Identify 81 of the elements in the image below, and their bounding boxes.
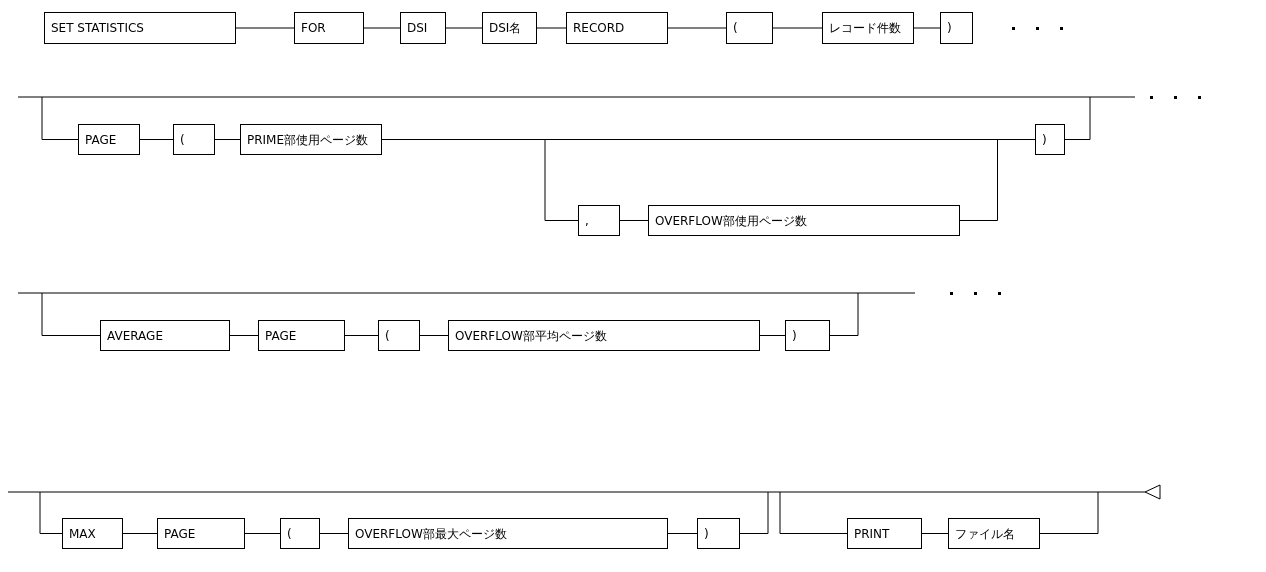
syntax-box (785, 320, 830, 351)
syntax-box (697, 518, 740, 549)
syntax-keyword: OVERFLOW部平均ページ数 (455, 329, 607, 342)
syntax-box (648, 205, 960, 236)
syntax-keyword: ファイル名 (955, 527, 1015, 540)
syntax-box (822, 12, 914, 44)
syntax-box (1035, 124, 1065, 155)
syntax-keyword: ) (792, 329, 797, 342)
syntax-keyword: ( (287, 527, 292, 540)
connector-line (959, 139, 1036, 221)
syntax-box (240, 124, 382, 155)
syntax-keyword: DSI名 (489, 22, 522, 34)
connector-line (235, 27, 295, 29)
connector-line (381, 139, 579, 221)
syntax-box (726, 12, 773, 44)
connector-line (319, 533, 349, 534)
syntax-keyword: PAGE (85, 133, 117, 146)
syntax-box (294, 12, 364, 44)
syntax-box (78, 124, 140, 155)
syntax-keyword: ( (180, 133, 185, 146)
syntax-keyword: OVERFLOW部使用ページ数 (655, 214, 807, 227)
connector-line (913, 27, 941, 29)
connector-line (829, 292, 859, 336)
syntax-keyword: PAGE (265, 329, 297, 342)
syntax-box (940, 12, 973, 44)
syntax-keyword: ) (947, 22, 952, 34)
syntax-keyword: ( (385, 329, 390, 342)
syntax-keyword: PRINT (854, 527, 890, 540)
syntax-box (378, 320, 420, 351)
connector-line (344, 335, 379, 336)
syntax-box (578, 205, 620, 236)
syntax-box (400, 12, 446, 44)
connector-line (214, 139, 241, 140)
syntax-box (566, 12, 668, 44)
syntax-box (348, 518, 668, 549)
syntax-box (44, 12, 236, 44)
syntax-box (100, 320, 230, 351)
connector-line (244, 533, 281, 534)
syntax-keyword: FOR (301, 22, 326, 34)
syntax-box (157, 518, 245, 549)
connector-line (363, 27, 401, 29)
syntax-keyword: レコード件数 (829, 22, 901, 34)
syntax-box (448, 320, 760, 351)
connector-line (536, 27, 567, 29)
syntax-box (62, 518, 123, 549)
syntax-keyword: AVERAGE (107, 329, 163, 342)
connector-line (419, 335, 449, 336)
connector-line (667, 27, 727, 29)
syntax-keyword: RECORD (573, 22, 625, 34)
connector-line (667, 533, 698, 534)
connector-line (1039, 491, 1099, 534)
connector-line (779, 491, 848, 534)
syntax-keyword: ( (733, 22, 738, 34)
syntax-box (847, 518, 922, 549)
connector-line (122, 533, 158, 534)
connector-line (39, 491, 63, 534)
syntax-box (948, 518, 1040, 549)
connector-line (229, 335, 259, 336)
syntax-box (258, 320, 345, 351)
syntax-keyword: OVERFLOW部最大ページ数 (355, 527, 507, 540)
connector-line (921, 533, 949, 534)
syntax-keyword: MAX (69, 527, 96, 540)
syntax-keyword: , (585, 214, 589, 227)
connector-line (772, 27, 823, 29)
connector-line (139, 139, 174, 140)
syntax-box (280, 518, 320, 549)
connector-line (1064, 96, 1091, 140)
syntax-box (482, 12, 537, 44)
connector-line (619, 220, 649, 221)
connector-line (41, 96, 79, 140)
syntax-keyword: ) (1042, 133, 1047, 146)
syntax-keyword: PRIME部使用ページ数 (247, 133, 369, 146)
syntax-keyword: ) (704, 527, 709, 540)
syntax-keyword: PAGE (164, 527, 196, 540)
connector-line (41, 292, 101, 336)
connector-line (739, 491, 769, 534)
syntax-keyword: SET STATISTICS (51, 22, 144, 34)
connector-line (445, 27, 483, 29)
syntax-box (173, 124, 215, 155)
connector-line (759, 335, 786, 336)
syntax-keyword: DSI (407, 22, 428, 34)
